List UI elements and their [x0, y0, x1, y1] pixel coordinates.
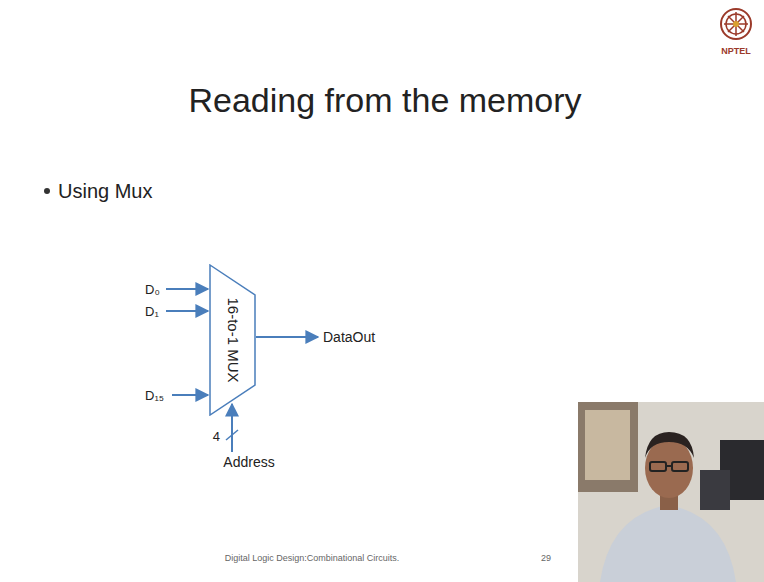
input-wire — [166, 310, 208, 312]
signal-name: D₀ — [145, 282, 160, 297]
bus-slash — [226, 430, 238, 440]
input-wire — [166, 288, 208, 290]
logo-text: NPTEL — [721, 46, 751, 56]
input-wire — [172, 394, 208, 396]
nptel-logo — [721, 9, 751, 39]
mux-label: 16-to-1 MUX — [224, 297, 241, 382]
address-wire — [231, 404, 233, 452]
output-wire — [256, 336, 318, 338]
slide-title: Reading from the memory — [188, 81, 581, 120]
bus-width: 4 — [213, 429, 220, 444]
signal-name: DataOut — [323, 329, 375, 345]
bullet — [44, 188, 50, 194]
footer-text: Digital Logic Design:Combinational Circu… — [225, 553, 400, 563]
page-number: 29 — [541, 553, 551, 563]
bullet-text: Using Mux — [58, 180, 152, 203]
signal-name: Address — [223, 454, 274, 470]
signal-name: D₁ — [145, 304, 159, 319]
webcam-video — [578, 402, 764, 582]
signal-name: D₁₅ — [145, 388, 164, 403]
mux-trapezoid: 16-to-1 MUX — [209, 264, 256, 416]
